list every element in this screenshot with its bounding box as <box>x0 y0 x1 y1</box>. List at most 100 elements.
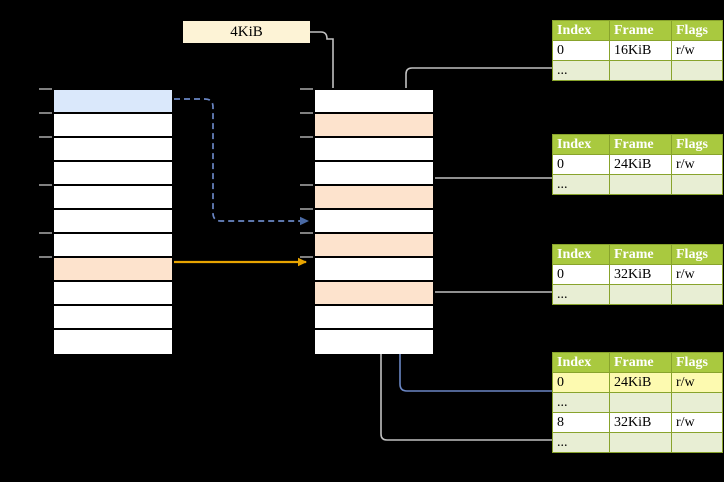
virtual-page-row-3 <box>54 162 172 186</box>
page-table-level-4-header-flags: Flags <box>671 352 723 373</box>
page-table-level-4-r1-frame <box>609 392 672 413</box>
page-table-level-3-header-flags: Flags <box>671 244 723 265</box>
physical-frame-row-4 <box>315 186 433 210</box>
virtual-page-row-1 <box>54 114 172 138</box>
page-table-level-4-r3-index: ... <box>552 432 610 453</box>
page-table-level-1-row[interactable]: ... <box>552 60 723 81</box>
page-table-level-4-r1-index: ... <box>552 392 610 413</box>
virtual-page-row-0 <box>54 90 172 114</box>
page-table-level-4-r2-frame: 32KiB <box>609 412 672 433</box>
virtual-page-row-8 <box>54 282 172 306</box>
page-table-level-3-r0-flags: r/w <box>671 264 723 285</box>
page-table-level-2-r0-frame: 24KiB <box>609 154 672 175</box>
physical-tick-3 <box>300 184 313 186</box>
page-table-level-3-header-index: Index <box>552 244 610 265</box>
page-table-level-1-r0-index: 0 <box>552 40 610 61</box>
physical-frame-row-7 <box>315 258 433 282</box>
page-table-level-1-r1-index: ... <box>552 60 610 81</box>
physical-frame-row-6 <box>315 234 433 258</box>
page-table-level-2-r0-flags: r/w <box>671 154 723 175</box>
physical-tick-1 <box>300 112 313 114</box>
page-table-level-1-r0-frame: 16KiB <box>609 40 672 61</box>
physical-tick-0 <box>300 88 313 90</box>
physical-tick-2 <box>300 136 313 138</box>
page-table-level-4-row[interactable]: ... <box>552 432 723 453</box>
virtual-page-row-7 <box>54 258 172 282</box>
page-table-level-4-r3-flags <box>671 432 723 453</box>
virtual-page-row-9 <box>54 306 172 330</box>
page-table-level-2-r1-flags <box>671 174 723 195</box>
page-table-level-3-row[interactable]: ... <box>552 284 723 305</box>
physical-tick-5 <box>300 232 313 234</box>
virtual-address-column <box>52 88 174 354</box>
frame-size-label: 4KiB <box>183 21 310 43</box>
virtual-page-row-10 <box>54 330 172 354</box>
page-table-level-3-r0-index: 0 <box>552 264 610 285</box>
page-table-level-2-header-frame: Frame <box>609 134 672 155</box>
wire-pt3-to-frame <box>415 271 552 293</box>
virtual-tick-3 <box>39 184 52 186</box>
page-table-level-4-r0-frame: 24KiB <box>609 372 672 393</box>
virtual-page-row-5 <box>54 210 172 234</box>
physical-tick-6 <box>300 256 313 258</box>
page-table-level-2-header-flags: Flags <box>671 134 723 155</box>
physical-frame-row-2 <box>315 138 433 162</box>
virtual-page-row-2 <box>54 138 172 162</box>
physical-tick-4 <box>300 208 313 210</box>
page-table-level-1-header-flags: Flags <box>671 20 723 41</box>
physical-frame-row-10 <box>315 330 433 354</box>
page-table-level-2-r0-index: 0 <box>552 154 610 175</box>
virtual-tick-5 <box>39 256 52 258</box>
page-table-level-1-r1-frame <box>609 60 672 81</box>
physical-frame-row-8 <box>315 282 433 306</box>
virtual-page-row-4 <box>54 186 172 210</box>
physical-frame-row-9 <box>315 306 433 330</box>
page-table-level-1-header-frame: Frame <box>609 20 672 41</box>
page-table-level-2-r1-index: ... <box>552 174 610 195</box>
page-table-level-3-r1-flags <box>671 284 723 305</box>
page-table-level-4-r0-index: 0 <box>552 372 610 393</box>
virtual-tick-0 <box>39 88 52 90</box>
page-table-level-1-header-index: Index <box>552 20 610 41</box>
page-table-level-4-r2-flags: r/w <box>671 412 723 433</box>
page-table-level-4-r2-index: 8 <box>552 412 610 433</box>
page-table-level-4-header-frame: Frame <box>609 352 672 373</box>
page-table-level-4-header-index: Index <box>552 352 610 373</box>
page-table-level-2-header-index: Index <box>552 134 610 155</box>
page-table-level-2-row[interactable]: ... <box>552 174 723 195</box>
page-table-level-3-r0-frame: 32KiB <box>609 264 672 285</box>
page-table-level-4-r3-frame <box>609 432 672 453</box>
page-table-level-1-r0-flags: r/w <box>671 40 723 61</box>
page-table-level-4-r0-flags: r/w <box>671 372 723 393</box>
frame-size-text: 4KiB <box>230 24 263 40</box>
page-table-level-2-r1-frame <box>609 174 672 195</box>
physical-frame-row-1 <box>315 114 433 138</box>
page-table-level-3-header-frame: Frame <box>609 244 672 265</box>
virtual-tick-2 <box>39 136 52 138</box>
physical-address-column <box>313 88 435 354</box>
page-table-level-4-row[interactable]: ... <box>552 392 723 413</box>
page-table-level-3-r1-index: ... <box>552 284 610 305</box>
page-table-level-4-r1-flags <box>671 392 723 413</box>
physical-frame-row-5 <box>315 210 433 234</box>
virtual-page-row-6 <box>54 234 172 258</box>
virtual-tick-1 <box>39 112 52 114</box>
physical-frame-row-3 <box>315 162 433 186</box>
page-table-level-1-r1-flags <box>671 60 723 81</box>
virtual-tick-4 <box>39 232 52 234</box>
physical-frame-row-0 <box>315 90 433 114</box>
